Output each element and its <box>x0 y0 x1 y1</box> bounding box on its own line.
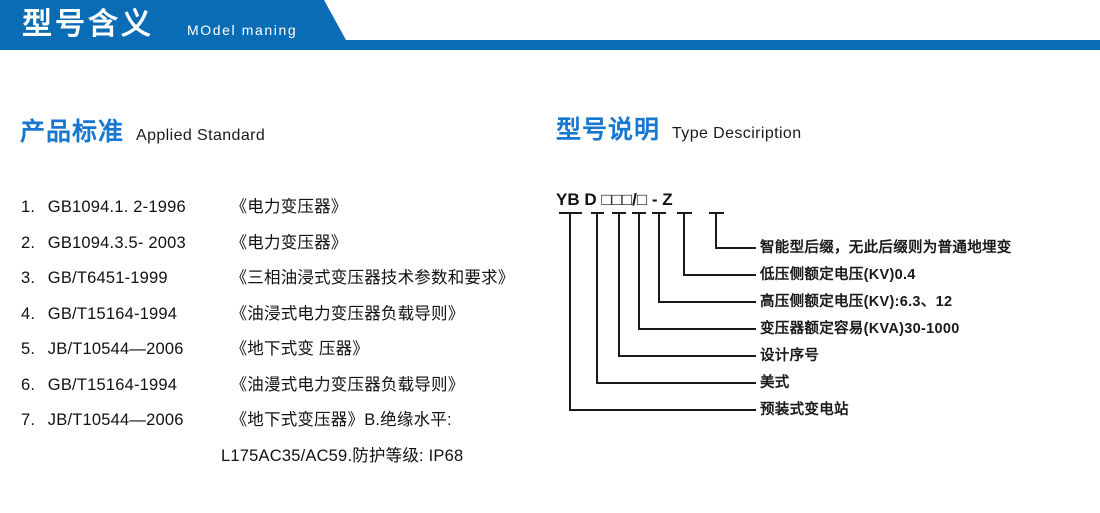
leader-label-american-style: 美式 <box>760 375 790 391</box>
item-title: 《油漫式电力变压器负载导则》 <box>230 375 465 394</box>
item-title: 《地下式变 压器》 <box>230 340 369 358</box>
section-heading-type-description: 型号说明 Type Desciription <box>556 110 802 146</box>
item-number: 5. <box>21 340 36 358</box>
item-number: 2. <box>21 233 36 252</box>
item-title: 《电力变压器》 <box>230 233 348 252</box>
list-item: 1. GB1094.1. 2-1996 《电力变压器》 <box>21 190 561 226</box>
item-title: 《油浸式电力变压器负载导则》 <box>230 304 465 323</box>
banner-background-shape <box>0 0 1100 50</box>
item-code: GB/T6451-1999 <box>47 269 168 287</box>
leader-label-hv-rated-voltage: 高压侧额定电压(KV):6.3、12 <box>760 294 953 310</box>
item-title: 《三相油浸式变压器技术参数和要求》 <box>230 269 515 287</box>
item-title: 《地下式变压器》B.绝缘水平: <box>230 411 452 429</box>
item-number: 3. <box>21 269 36 287</box>
list-item: 6. GB/T15164-1994 《油漫式电力变压器负载导则》 <box>21 368 561 404</box>
section-heading-cn: 型号说明 <box>556 116 661 144</box>
item-code: JB/T10544—2006 <box>47 411 184 429</box>
leader-label-lv-rated-voltage: 低压侧额定电压(KV)0.4 <box>760 267 916 283</box>
item-code: GB/T15164-1994 <box>47 304 178 323</box>
item-number: 1. <box>21 198 36 216</box>
list-item: 3. GB/T6451-1999 《三相油浸式变压器技术参数和要求》 <box>21 261 561 297</box>
leader-label-prefab-substation: 预装式变电站 <box>760 402 849 418</box>
list-item-continuation: L175AC35/AC59.防护等级: IP68 <box>221 446 464 465</box>
list-item: 4. GB/T15164-1994 《油浸式电力变压器负载导则》 <box>21 297 561 333</box>
page-header-banner: 型号含义 MOdel maning <box>0 0 1100 52</box>
banner-subtitle: MOdel maning <box>187 22 298 38</box>
item-code: GB1094.1. 2-1996 <box>47 198 186 216</box>
leader-label-design-serial: 设计序号 <box>760 348 820 364</box>
section-heading-en: Type Desciription <box>672 125 802 142</box>
standards-list: 1. GB1094.1. 2-1996 《电力变压器》 2. GB1094.3.… <box>21 190 561 474</box>
item-number: 6. <box>21 375 36 394</box>
section-heading-en: Applied Standard <box>136 127 266 144</box>
section-heading-applied-standard: 产品标准 Applied Standard <box>20 112 265 148</box>
leader-label-smart-suffix: 智能型后缀，无此后缀则为普通地埋变 <box>760 240 1012 256</box>
item-code: GB/T15164-1994 <box>47 375 178 394</box>
list-item: 5. JB/T10544—2006 《地下式变 压器》 <box>21 332 561 368</box>
item-number: 7. <box>21 411 36 429</box>
section-heading-cn: 产品标准 <box>20 118 125 146</box>
model-code-diagram: YB D □□□/□ - Z 智能型后缀，无此后缀则为普通地埋变 低 <box>556 190 1096 440</box>
banner-title: 型号含义 <box>22 8 154 41</box>
item-number: 4. <box>21 304 36 323</box>
list-item: 7. JB/T10544—2006 《地下式变压器》B.绝缘水平: <box>21 403 561 439</box>
item-code: JB/T10544—2006 <box>47 340 184 358</box>
leader-lines <box>559 212 756 411</box>
list-item: 2. GB1094.3.5- 2003 《电力变压器》 <box>21 226 561 262</box>
leader-label-rated-capacity: 变压器额定容易(KVA)30-1000 <box>760 321 960 337</box>
item-code: GB1094.3.5- 2003 <box>47 233 186 252</box>
item-title: 《电力变压器》 <box>230 198 348 216</box>
model-code-string: YB D □□□/□ - Z <box>556 190 673 209</box>
